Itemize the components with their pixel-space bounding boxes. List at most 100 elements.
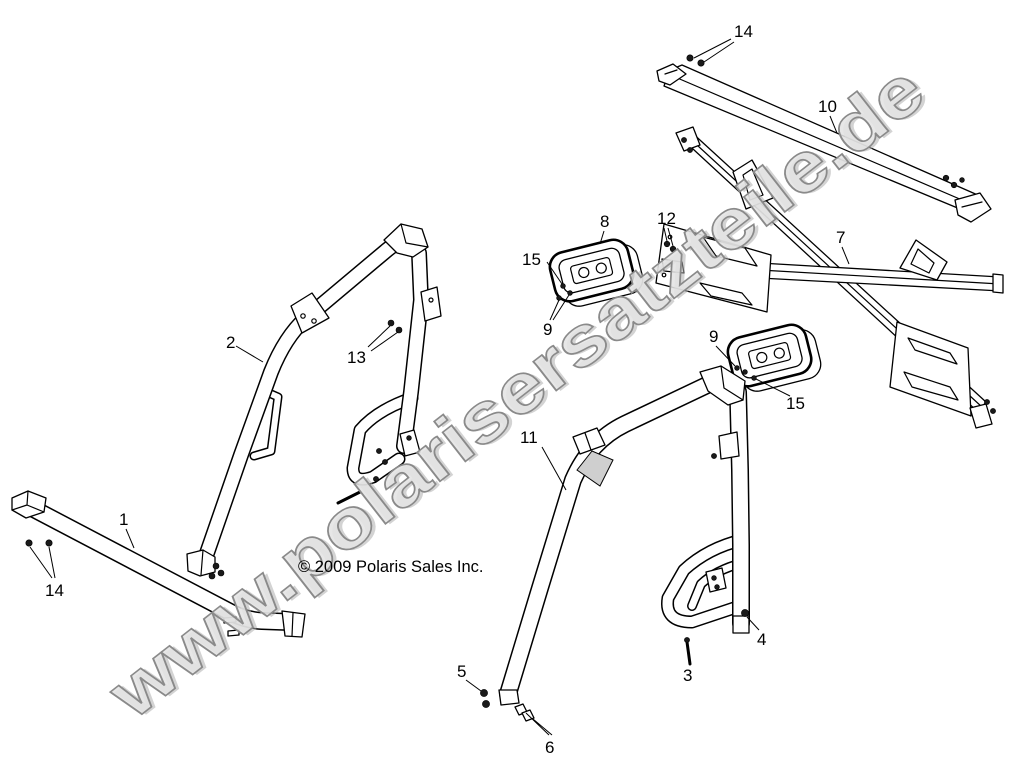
callout-4: 4: [757, 630, 766, 649]
brace-right-gusset-cutout: [910, 248, 935, 274]
leader-line-4: [746, 616, 760, 631]
hoop-left-foot-bracket: [498, 689, 520, 706]
leader-line-6: [525, 712, 553, 736]
bolt-head: [684, 637, 690, 643]
bolt: [227, 629, 240, 637]
part-3-bolt: [684, 637, 692, 666]
light-reflector: [748, 342, 792, 370]
nut: [741, 609, 749, 617]
hoop-gusset-hole: [311, 318, 317, 324]
light-bulb: [578, 266, 590, 279]
hoop-top-joint-edge: [720, 365, 744, 401]
bolt: [373, 476, 379, 482]
callout-9-left: 9: [543, 320, 552, 339]
bolt: [711, 453, 717, 459]
part-1-front-lower-tube: [11, 490, 306, 638]
part-9-15-left-light-fasteners: [556, 283, 573, 301]
nut: [480, 689, 488, 697]
part-9-15-right-light-fasteners: [734, 365, 757, 381]
bolt: [669, 245, 677, 253]
bracket-plate: [661, 258, 685, 274]
brace-left-panel: [655, 223, 772, 313]
leader-line-15-left: [546, 261, 563, 285]
part-12-mount-bracket: [661, 240, 685, 274]
leader-lines: [29, 38, 850, 736]
hoop-right-foot-bracket: [732, 615, 750, 634]
brace-upper-gusset-cutout: [742, 168, 764, 201]
bolt: [223, 616, 237, 624]
part-14-lower-nuts: [25, 539, 53, 547]
callout-2: 2: [226, 333, 235, 352]
callout-14-bottom: 14: [45, 581, 64, 600]
bolt: [697, 59, 705, 67]
callout-3: 3: [683, 666, 692, 685]
brace-nut: [984, 399, 990, 405]
nut: [25, 539, 33, 547]
brace-upper-gusset: [732, 159, 774, 210]
bolt: [387, 319, 395, 327]
long-bolt: [336, 490, 362, 505]
leader-line-8: [599, 230, 605, 245]
crossbar-edge-line: [674, 76, 977, 207]
callout-15-right: 15: [786, 394, 805, 413]
light-right: [726, 323, 822, 392]
screw: [751, 375, 757, 381]
callout-9-right: 9: [709, 327, 718, 346]
light-reflector: [570, 257, 614, 285]
brace-bottom-bracket: [969, 403, 993, 429]
screw: [734, 365, 740, 371]
leader-line-11: [541, 446, 567, 491]
brace-right-end-bracket: [992, 273, 1004, 294]
light-bulb: [595, 262, 607, 274]
brace-left-panel-cutout: [702, 236, 758, 267]
hoop-tube-fill: [500, 373, 749, 702]
hoop-lower-loop-fill: [348, 393, 417, 485]
part-11-right-roll-hoop: [498, 365, 750, 706]
hoop-gusset-edge: [584, 432, 592, 451]
hoop-gusset: [572, 427, 606, 455]
callout-1: 1: [119, 510, 128, 529]
screw: [742, 369, 748, 375]
bolt: [395, 326, 403, 334]
callout-10: 10: [818, 97, 837, 116]
hoop-right-foot-bracket: [399, 429, 421, 457]
hoop-gusset-hole: [300, 313, 306, 319]
tube-right-bracket-edge: [291, 612, 294, 637]
hoop-side-bracket: [420, 286, 442, 322]
hoop-side-bracket-hole: [428, 297, 434, 303]
part-4-nut: [741, 609, 749, 617]
brace-nut: [687, 147, 693, 153]
part-7-rear-panel-brace: [655, 126, 1004, 429]
crossbar-bolt: [959, 177, 965, 183]
callout-14-top: 14: [734, 22, 753, 41]
brace-right-panel-cutout: [907, 337, 958, 365]
screw: [567, 290, 573, 296]
part-5-nuts: [480, 689, 490, 708]
leader-line-7: [841, 246, 850, 265]
light-lens: [558, 247, 625, 294]
nut: [45, 539, 53, 547]
bolt: [663, 240, 671, 248]
hoop-lower-loop-fill: [662, 535, 747, 627]
crossbar-right-bracket-slot: [961, 201, 983, 208]
brace-right-panel: [889, 321, 972, 417]
leader-line-9-right: [715, 345, 736, 367]
hoop-top-joint-edge: [400, 223, 429, 248]
bolt: [686, 54, 694, 62]
nut: [208, 572, 216, 580]
callout-5: 5: [457, 662, 466, 681]
screw: [556, 295, 562, 301]
part-2-left-roll-hoop: [186, 223, 442, 580]
light-bulb: [756, 351, 768, 364]
hoop-loop-bracket: [705, 567, 727, 593]
bolt: [382, 459, 388, 465]
light-lens: [736, 332, 803, 379]
brace-right-panel-cutout: [903, 371, 959, 401]
nut: [482, 700, 490, 708]
crossbar-left-bracket-slot: [664, 69, 678, 75]
callout-7: 7: [836, 228, 845, 247]
brace-right-gusset: [899, 239, 948, 281]
callout-13: 13: [347, 348, 366, 367]
leader-line-5: [465, 679, 482, 692]
nut: [217, 569, 225, 577]
